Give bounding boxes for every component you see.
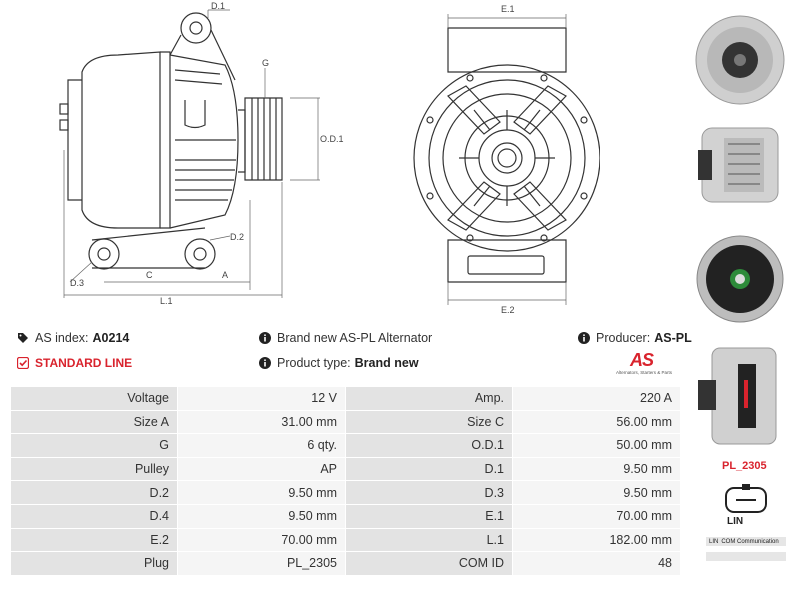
producer-info: Producer: AS-PL [578, 331, 692, 345]
logo-mark: AS [630, 350, 654, 370]
lin-label: LIN [727, 516, 744, 527]
alternator-photo-front [695, 15, 785, 105]
dim-d2-label: D.2 [230, 232, 244, 242]
logo-tagline: Alternators, Starters & Parts [616, 370, 673, 375]
as-index: AS index: A0214 [17, 331, 129, 345]
producer-value: AS-PL [654, 331, 692, 345]
standard-line: STANDARD LINE [17, 356, 132, 370]
spec-value: 50.00 mm [512, 433, 681, 458]
pin-table: LIN COM Communication [706, 537, 786, 567]
spec-value: 9.50 mm [512, 456, 681, 482]
spec-value: 9.50 mm [177, 480, 346, 505]
spec-value: 9.50 mm [512, 480, 681, 505]
as-pl-logo: AS Alternators, Starters & Parts [616, 350, 682, 380]
dim-d3-label: D.3 [70, 278, 84, 288]
spec-label: O.D.1 [345, 433, 513, 458]
spec-label: L.1 [345, 527, 513, 553]
pin-name: LIN [709, 538, 719, 545]
front-view-drawing: E.1 E.2 [413, 4, 600, 315]
spec-label: Size A [10, 409, 178, 435]
spec-value: PL_2305 [177, 551, 346, 576]
alternator-photo-plug-side [698, 347, 777, 445]
spec-label: COM ID [345, 551, 513, 576]
spec-value: 182.00 mm [512, 527, 681, 553]
pin-row: LIN COM Communication [706, 537, 786, 546]
info-icon [578, 332, 590, 344]
standard-line-label: STANDARD LINE [35, 356, 133, 370]
alternator-photo-side [698, 127, 779, 203]
spec-label: Pulley [10, 456, 178, 482]
dim-a-label: A [222, 270, 228, 280]
spec-label: D.3 [345, 480, 513, 505]
brand-text: Brand new AS-PL Alternator [277, 331, 433, 345]
dim-l1-label: L.1 [160, 296, 173, 306]
spec-label: G [10, 433, 178, 458]
spec-label: D.4 [10, 503, 178, 529]
spec-value: 220 A [512, 386, 681, 411]
spec-label: E.2 [10, 527, 178, 553]
producer-label: Producer: [596, 331, 651, 345]
pin-row [706, 552, 786, 561]
product-type-value: Brand new [354, 356, 419, 370]
spec-label: Size C [345, 409, 513, 435]
brand-info: Brand new AS-PL Alternator [259, 331, 432, 345]
product-type-info: Product type: Brand new [259, 356, 419, 370]
spec-label: E.1 [345, 503, 513, 529]
spec-value: 9.50 mm [177, 503, 346, 529]
spec-value: 56.00 mm [512, 409, 681, 435]
spec-value: 70.00 mm [512, 503, 681, 529]
checkbox-checked-icon [17, 357, 29, 369]
spec-value: AP [177, 456, 346, 482]
pin-desc: COM Communication [721, 538, 779, 545]
dim-d1-label: D.1 [211, 1, 225, 11]
dim-e2-label: E.2 [501, 305, 515, 315]
side-view-drawing: D.1 G O.D.1 D.2 D.3 C A L.1 [59, 1, 344, 306]
info-icon [259, 357, 271, 369]
product-type-label: Product type: [277, 356, 351, 370]
plug-code: PL_2305 [722, 460, 767, 472]
dim-g-label: G [262, 58, 269, 68]
lin-plug-icon [725, 484, 767, 513]
info-icon [259, 332, 271, 344]
alternator-photo-rear [696, 235, 784, 323]
dim-e1-label: E.1 [501, 4, 515, 14]
spec-label: Voltage [10, 386, 178, 411]
spec-value: 48 [512, 551, 681, 576]
as-index-value: A0214 [92, 331, 130, 345]
spec-label: Plug [10, 551, 178, 576]
spec-value: 70.00 mm [177, 527, 346, 553]
spec-value: 31.00 mm [177, 409, 346, 435]
spec-label: D.1 [345, 456, 513, 482]
spec-value: 6 qty. [177, 433, 346, 458]
spec-label: Amp. [345, 386, 513, 411]
spec-value: 12 V [177, 386, 346, 411]
as-index-label: AS index: [35, 331, 89, 345]
dim-c-label: C [146, 270, 153, 280]
tags-icon [18, 333, 28, 343]
spec-label: D.2 [10, 480, 178, 505]
dim-od1-label: O.D.1 [320, 134, 344, 144]
